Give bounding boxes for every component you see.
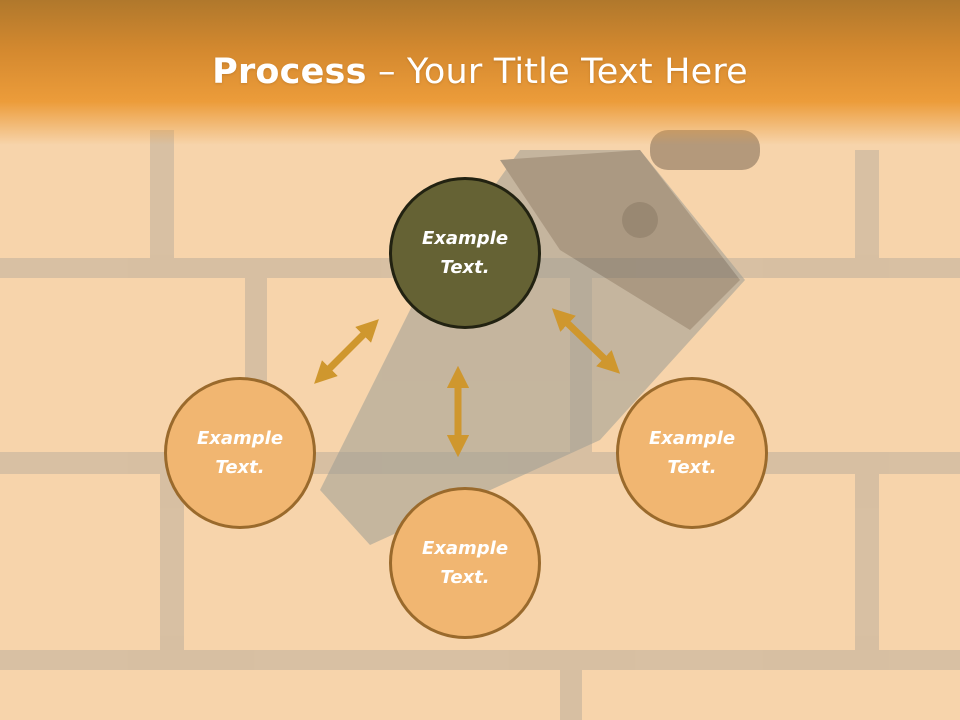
node-bottom-text: Example Text. — [421, 538, 509, 588]
header-band — [0, 0, 960, 145]
title-rest: – Your Title Text Here — [366, 52, 748, 92]
process-node-left: Example Text. — [164, 377, 316, 529]
node-right-text: Example Text. — [648, 428, 736, 478]
process-node-right: Example Text. — [616, 377, 768, 529]
arrow-left-diagonal — [314, 319, 379, 384]
arrow-right-diagonal — [551, 308, 621, 374]
node-center-text: Example Text. — [421, 228, 509, 278]
title-bold: Process — [212, 52, 367, 92]
node-left-text: Example Text. — [196, 428, 284, 478]
process-node-bottom: Example Text. — [389, 487, 541, 639]
process-node-center: Example Text. — [389, 177, 541, 329]
slide-title: Process – Your Title Text Here — [0, 52, 960, 92]
